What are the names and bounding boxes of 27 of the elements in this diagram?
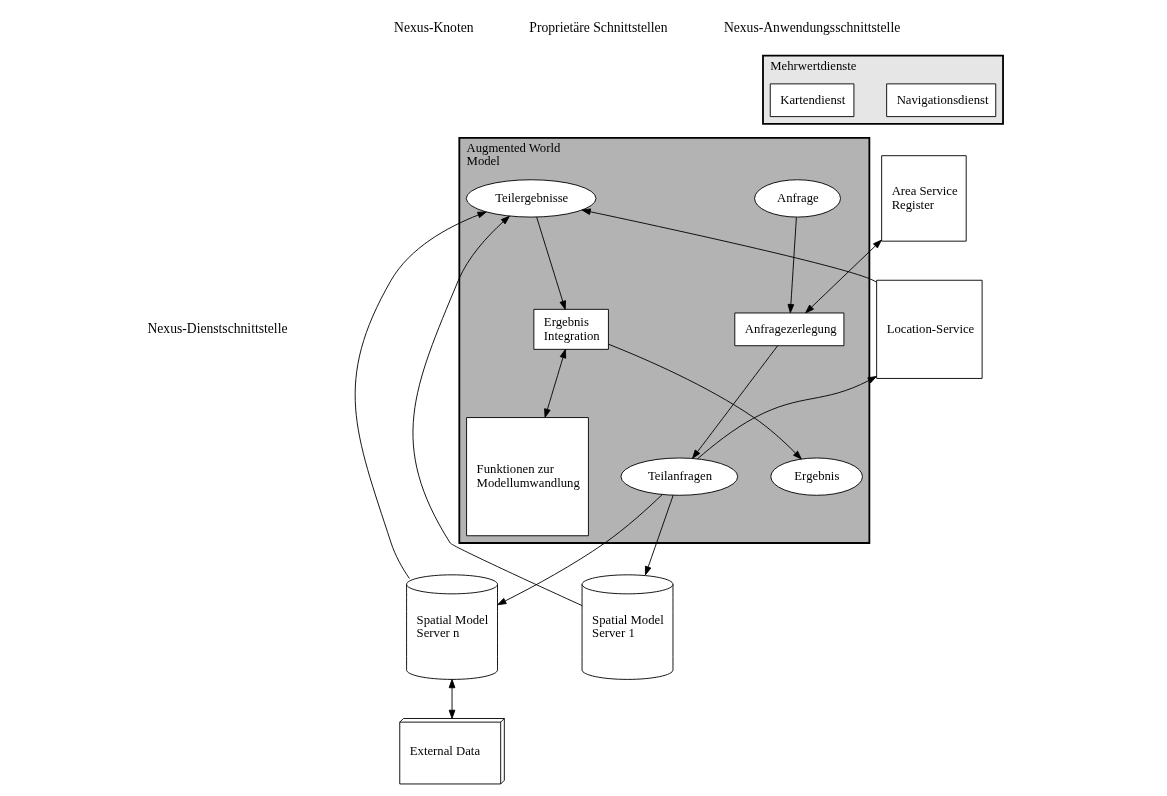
arrow <box>697 376 877 460</box>
node-ellipse: Anfrage <box>754 179 841 218</box>
arrow <box>412 215 583 607</box>
arrow <box>544 349 567 418</box>
node-box: Area Service Register <box>881 155 967 242</box>
arrow <box>448 679 456 719</box>
arrow <box>354 211 487 579</box>
arrow <box>805 239 882 314</box>
node-box: Anfragezerlegung <box>734 312 845 347</box>
node-box: Ergebnis Integration <box>533 308 609 350</box>
node-ellipse: Teilanfragen <box>620 457 739 496</box>
node-box: Location-Service <box>876 279 983 379</box>
node-ellipse: Ergebnis <box>770 457 863 496</box>
arrow <box>692 345 779 459</box>
arrow <box>787 216 797 314</box>
label: Nexus-Dienstschnittstelle <box>147 320 288 336</box>
label: Nexus-Knoten <box>394 19 474 35</box>
node-box: Navigationsdienst <box>886 83 997 118</box>
arrow <box>581 208 877 283</box>
arrow <box>644 494 674 576</box>
label: Nexus-Anwendungsschnittstelle <box>723 19 901 35</box>
node-box: Funktionen zur Modellumwandlung <box>466 417 589 537</box>
arrow <box>608 343 802 460</box>
node-box: Kartendienst <box>769 83 855 118</box>
label: Proprietäre Schnittstellen <box>529 19 668 35</box>
arrow <box>536 216 566 310</box>
arrow <box>497 494 663 606</box>
